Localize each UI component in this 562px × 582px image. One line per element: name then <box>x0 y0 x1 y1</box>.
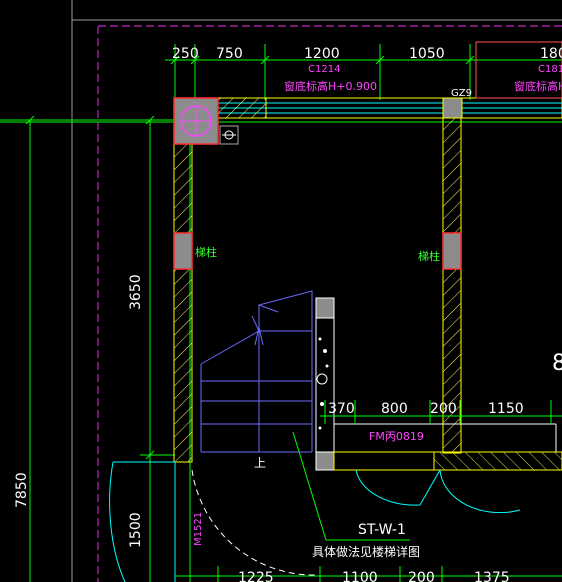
gz-column <box>442 97 463 119</box>
dim-top-1200: 1200 <box>304 46 340 62</box>
top-wall-window <box>217 97 445 119</box>
window-sill-1: 窗底标高H+0.900 <box>284 79 377 93</box>
dim-bottom-200: 200 <box>408 570 435 582</box>
left-stair-column <box>173 232 193 270</box>
axis-lines <box>71 0 562 582</box>
dim-right-partial: 8 <box>552 351 562 376</box>
dim-left-3650: 3650 <box>128 274 144 310</box>
stair <box>200 290 313 453</box>
door-fm-label: FM丙0819 <box>369 430 424 443</box>
window-code-1: C1214 <box>308 64 340 75</box>
door-m-label: M1521 <box>193 512 204 546</box>
stair-up-label: 上 <box>254 456 266 470</box>
dim-top-1050: 1050 <box>409 46 445 62</box>
stair-partition <box>315 297 335 471</box>
dim-top-250: 250 <box>172 46 199 62</box>
dim-mid-800: 800 <box>381 401 408 417</box>
stair-leader <box>292 431 410 541</box>
dim-left-7850: 7850 <box>14 472 30 508</box>
door-swings <box>109 461 521 582</box>
mid-dimension-lines <box>320 400 562 424</box>
dim-mid-1150: 1150 <box>488 401 524 417</box>
left-column-label: 梯柱 <box>195 245 217 259</box>
top-dimension-lines <box>165 44 562 100</box>
boundary-lines <box>97 25 562 582</box>
dim-bottom-1100: 1100 <box>342 570 378 582</box>
top-wall-right-window <box>461 41 562 119</box>
stair-note-label: 具体做法见楼梯详图 <box>312 544 420 559</box>
dim-top-180: 180 <box>540 46 562 62</box>
dim-left-1500: 1500 <box>128 512 144 548</box>
right-stair-column <box>442 232 462 270</box>
right-column-label: 梯柱 <box>418 249 440 263</box>
window-code-2: C1818 <box>538 64 562 75</box>
dim-bottom-1225: 1225 <box>238 570 274 582</box>
dim-bottom-1375: 1375 <box>474 570 510 582</box>
left-dimension-lines <box>0 115 175 582</box>
window-sill-2: 窗底标高H+ <box>514 79 562 93</box>
bottom-wall <box>333 423 562 471</box>
gz-label: GZ9 <box>451 88 472 99</box>
bottom-dimension-lines <box>175 566 562 582</box>
dim-top-750: 750 <box>216 46 243 62</box>
corner-column <box>173 97 239 145</box>
dim-mid-370: 370 <box>328 401 355 417</box>
left-wall <box>173 143 193 463</box>
dim-mid-200: 200 <box>430 401 457 417</box>
stair-id-label: ST-W-1 <box>358 522 406 538</box>
